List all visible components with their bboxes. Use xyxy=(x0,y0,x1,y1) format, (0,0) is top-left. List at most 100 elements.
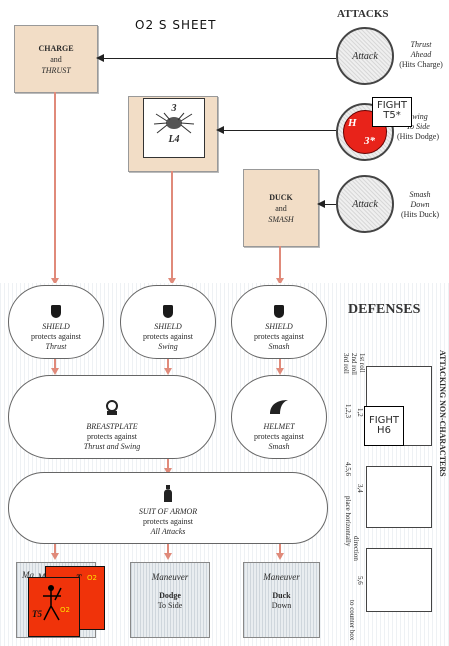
helmet-text: protects against xyxy=(254,432,304,441)
thrust-desc: Thrust Ahead (Hits Charge) xyxy=(394,40,448,70)
desc2: To Side xyxy=(406,122,430,131)
roll-label-3: 3rd roll xyxy=(342,353,350,374)
duck-smash-box[interactable]: DUCK and SMASH xyxy=(243,169,319,247)
chit-front-label: T5 xyxy=(32,609,42,619)
helmet[interactable]: HELMET protects against Smash xyxy=(231,375,327,459)
arrow-line xyxy=(325,204,336,205)
desc2: Ahead xyxy=(410,50,432,59)
arrow-head xyxy=(51,278,59,285)
attacks-heading: ATTACKS xyxy=(337,8,389,20)
arrow-line xyxy=(224,130,336,131)
shield-target: Smash xyxy=(268,342,290,351)
noncharacter-box-3[interactable] xyxy=(366,548,432,612)
suit-target: All Attacks xyxy=(150,527,186,536)
arrow-line xyxy=(104,58,336,59)
swordsman-icon xyxy=(43,585,62,621)
maneuver-title-partial: Ma xyxy=(22,570,34,580)
suit-of-armor[interactable]: SUIT OF ARMOR protects against All Attac… xyxy=(8,472,328,544)
box-line3: THRUST xyxy=(41,65,71,75)
connector xyxy=(54,92,56,280)
roll-nums-2: 4,5,6 xyxy=(344,462,352,476)
desc1: Smash xyxy=(409,190,431,199)
arrow-head xyxy=(276,553,284,560)
counter-line2: H6 xyxy=(377,425,391,436)
note-direction: direction xyxy=(352,536,360,561)
breastplate-target: Thrust and Swing xyxy=(83,442,141,451)
maneuver-line2: To Side xyxy=(157,601,183,610)
suit-text: protects against xyxy=(143,517,193,526)
hits: (Hits Charge) xyxy=(399,60,443,69)
maneuver-line1: Duck xyxy=(272,591,291,600)
connector xyxy=(279,544,281,554)
to-counter-box: to counter box xyxy=(348,600,356,641)
chit-back-sub: O2 xyxy=(87,574,97,582)
box-label-3: 5,6 xyxy=(356,576,364,585)
connector xyxy=(279,359,281,369)
shield-title: SHIELD xyxy=(265,322,293,331)
breastplate[interactable]: BREASTPLATE protects against Thrust and … xyxy=(8,375,216,459)
box-line2: and xyxy=(50,54,62,64)
arrow-head xyxy=(276,278,284,285)
desc2: Down xyxy=(410,200,430,209)
monster-chit-top: 3 xyxy=(171,103,177,114)
counter-line1: FIGHT xyxy=(376,100,408,111)
arrow-head xyxy=(51,368,59,375)
attack-chit-letter: H xyxy=(348,117,357,129)
helmet-title: HELMET xyxy=(263,422,295,431)
arrow-head xyxy=(51,553,59,560)
shield-text: protects against xyxy=(254,332,304,341)
desc1: Thrust xyxy=(410,40,432,49)
arrow-head xyxy=(276,368,284,375)
shield-target: Swing xyxy=(158,342,178,351)
hits: (Hits Dodge) xyxy=(397,132,439,141)
counter-line1: FIGHT xyxy=(368,415,400,426)
maneuver-duck[interactable]: Maneuver Duck Down xyxy=(243,562,320,638)
note-horizontal: place horizontally xyxy=(344,496,352,547)
helmet-icon xyxy=(270,400,288,414)
sheet-title: O2 S SHEET xyxy=(135,18,217,32)
connector xyxy=(167,359,169,369)
shield-icon xyxy=(51,305,61,318)
maneuver-dodge[interactable]: Maneuver Dodge To Side xyxy=(130,562,210,638)
noncharacter-heading: ATTACKING NON-CHARACTERS xyxy=(438,350,447,477)
helmet-target: Smash xyxy=(268,442,290,451)
maneuver-title: Maneuver xyxy=(151,572,189,582)
charge-thrust-box[interactable]: CHARGE and THRUST xyxy=(14,25,98,93)
monster-chit[interactable]: 3 L4 xyxy=(143,98,205,158)
fight-counter-h6[interactable]: FIGHT H6 xyxy=(364,406,404,446)
noncharacter-box-2[interactable] xyxy=(366,466,432,528)
arrow-head xyxy=(164,553,172,560)
box-label-1: 1,2 xyxy=(356,408,364,417)
shield-title: SHIELD xyxy=(42,322,70,331)
box-line3: SMASH xyxy=(268,214,294,224)
shield-smash[interactable]: SHIELD protects against Smash xyxy=(231,285,327,359)
arrow-head xyxy=(317,200,325,208)
connector xyxy=(54,544,56,554)
counter-line2: T5* xyxy=(383,110,401,121)
breastplate-text: protects against xyxy=(87,432,137,441)
smash-desc: Smash Down (Hits Duck) xyxy=(393,190,447,220)
monster-chit-bottom: L4 xyxy=(168,134,180,145)
attack-circle-smash[interactable]: Attack xyxy=(336,175,394,233)
box-line1: CHARGE xyxy=(38,43,74,53)
maneuver-line1: Dodge xyxy=(159,591,181,600)
defenses-heading: DEFENSES xyxy=(348,302,421,317)
attack-circle-thrust[interactable]: Attack xyxy=(336,27,394,85)
connector xyxy=(167,459,169,469)
connector xyxy=(279,246,281,280)
chit-front-sub: O2 xyxy=(60,606,70,614)
box-label-2: 3,4 xyxy=(356,484,364,493)
fight-counter-t5[interactable]: FIGHT T5* xyxy=(372,97,412,127)
arrow-head xyxy=(164,468,172,475)
shield-swing[interactable]: SHIELD protects against Swing xyxy=(120,285,216,359)
suit-title: SUIT OF ARMOR xyxy=(138,507,198,516)
connector xyxy=(171,171,173,280)
attack-label: Attack xyxy=(352,198,378,210)
character-chit-front[interactable]: T5 O2 xyxy=(28,577,80,637)
shield-thrust[interactable]: SHIELD protects against Thrust xyxy=(8,285,104,359)
shield-title: SHIELD xyxy=(154,322,182,331)
suit-of-armor-icon xyxy=(164,485,172,502)
breastplate-icon xyxy=(106,400,118,415)
maneuver-title: Maneuver xyxy=(263,572,300,582)
shield-icon xyxy=(274,305,284,318)
